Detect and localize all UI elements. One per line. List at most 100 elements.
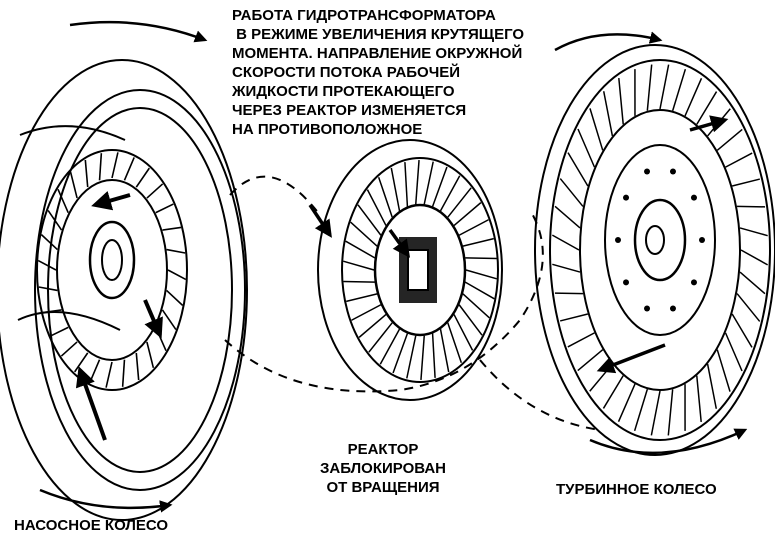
caption-line: В РЕЖИМЕ УВЕЛИЧЕНИЯ КРУТЯЩЕГО — [232, 26, 525, 43]
reactor-label-line: ЗАБЛОКИРОВАН — [320, 460, 446, 477]
reactor-label-line: ОТ ВРАЩЕНИЯ — [326, 479, 440, 496]
turbine-blade — [731, 178, 761, 187]
turbine-blade — [667, 389, 674, 436]
reactor-blade — [465, 269, 497, 280]
turbine-blade — [602, 375, 624, 409]
reactor-blade — [458, 304, 483, 336]
turbine-blade — [618, 77, 624, 125]
reactor-blade — [404, 162, 409, 207]
turbine-bolt — [669, 168, 676, 175]
turbine-blade — [696, 91, 718, 125]
pump-blade — [60, 341, 78, 357]
turbine-blade — [740, 249, 769, 266]
turbine-bolt — [615, 237, 621, 243]
reactor-blade — [458, 219, 489, 236]
reactor-blade — [377, 176, 393, 218]
turbine-wheel — [534, 44, 775, 456]
turbine-blade — [696, 375, 702, 423]
pump-wheel — [0, 59, 248, 521]
reactor-flow-arrows — [308, 204, 411, 258]
reactor-blade — [462, 293, 490, 319]
turbine-blade — [739, 271, 766, 295]
turbine-blade — [617, 383, 636, 423]
turbine-bolt — [690, 279, 697, 286]
reactor-blade — [350, 221, 378, 247]
reactor-blade — [439, 328, 450, 373]
turbine-blade — [739, 227, 768, 237]
reactor-blade — [465, 257, 497, 260]
turbine-blade — [671, 68, 687, 111]
pump-blade — [47, 210, 63, 231]
turbine-flow-arrows — [554, 31, 748, 455]
reactor-blade — [345, 240, 376, 259]
pump-blade — [84, 159, 89, 188]
pump-blade — [146, 183, 164, 199]
reactor-blade — [343, 260, 375, 271]
turbine-blade — [577, 349, 604, 372]
turbine-blade — [716, 128, 743, 151]
pump-blade — [74, 352, 89, 373]
pump-blade — [123, 157, 135, 181]
turbine-blade — [724, 332, 743, 372]
turbine-blade — [559, 313, 589, 322]
turbine-blade — [602, 91, 614, 137]
pump-blade — [135, 352, 140, 381]
turbine-blade — [552, 263, 581, 273]
pump-blade — [40, 234, 58, 251]
reactor-blade — [379, 328, 401, 365]
turbine-bolt — [644, 305, 651, 312]
pump-blade — [146, 341, 155, 369]
pump-blade — [111, 152, 119, 179]
turbine-blade — [716, 349, 731, 392]
reactor-wheel — [317, 139, 503, 401]
turbine-blade — [659, 64, 670, 110]
caption-line: ЖИДКОСТИ ПРОТЕКАЮЩЕГО — [232, 83, 455, 100]
caption-line: НА ПРОТИВОПОЛОЖНОЕ — [232, 121, 423, 138]
reactor-blade — [406, 335, 417, 379]
reactor-blade — [357, 204, 382, 236]
reactor-blade — [392, 333, 409, 374]
caption-line: РАБОТА ГИДРОТРАНСФОРМАТОРА — [232, 7, 496, 24]
turbine-blade — [554, 205, 581, 229]
pump-blade — [69, 171, 78, 199]
turbine-blade — [731, 313, 753, 348]
pump-label: НАСОСНОЕ КОЛЕСО — [14, 517, 169, 534]
reactor-blade — [423, 161, 434, 205]
pump-blade — [121, 359, 126, 387]
pump-blade — [166, 289, 184, 306]
pump-blade — [105, 361, 113, 388]
pump-blade — [161, 309, 177, 330]
turbine-bolt — [669, 305, 676, 312]
caption-line: ЧЕРЕЗ РЕАКТОР ИЗМЕНЯЕТСЯ — [232, 102, 467, 119]
pump-flow-arrows — [39, 20, 208, 513]
turbine-bolt — [623, 279, 630, 286]
pump-blade — [135, 167, 150, 188]
pump-blade — [50, 326, 69, 337]
pump-blade — [89, 359, 101, 383]
pump-blade — [166, 248, 186, 254]
reactor-blade — [431, 333, 436, 378]
caption-text: РАБОТА ГИДРОТРАНСФОРМАТОРА В РЕЖИМЕ УВЕЛ… — [232, 6, 524, 139]
dashed-flow-path — [224, 175, 601, 431]
reactor-blade — [447, 322, 463, 364]
reactor-blade — [453, 202, 482, 227]
pump-blade — [98, 153, 103, 181]
pump-blade — [155, 203, 174, 214]
turbine-blade — [577, 128, 596, 168]
reactor-blade — [453, 314, 474, 351]
turbine-blade — [725, 152, 753, 168]
reactor-blade — [368, 322, 393, 353]
pump-blade — [167, 269, 187, 281]
reactor-blade — [358, 313, 387, 338]
turbine-blade — [650, 390, 661, 436]
reactor-blade — [431, 166, 448, 207]
caption-line: СКОРОСТИ ПОТОКА РАБОЧЕЙ — [232, 64, 461, 81]
turbine-blade — [684, 77, 703, 117]
turbine-blade — [633, 389, 649, 432]
turbine-bolt — [699, 237, 705, 243]
reactor-blade — [464, 281, 495, 300]
turbine-blade — [567, 332, 595, 348]
reactor-blade — [447, 187, 472, 218]
reactor-blade — [420, 335, 425, 381]
